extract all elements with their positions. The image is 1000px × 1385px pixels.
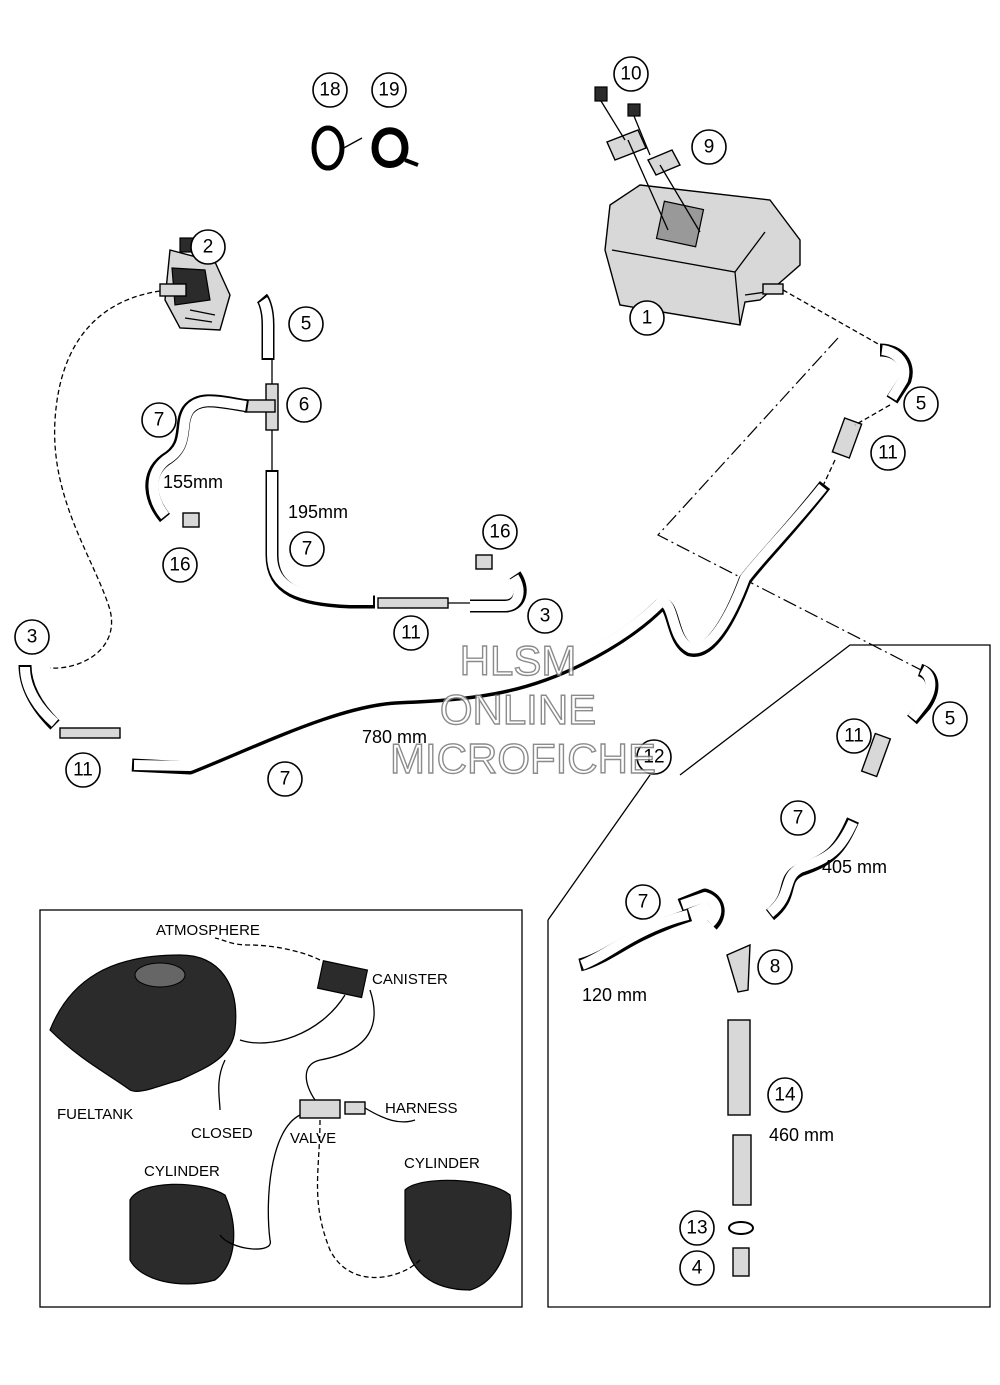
callout-7b: 7 [289, 531, 325, 567]
p-clip-part [371, 127, 419, 168]
callout-5: 5 [288, 306, 324, 342]
section-12-parts [578, 663, 939, 1277]
svg-text:13: 13 [686, 1218, 707, 1239]
callout-11c: 11 [65, 752, 101, 788]
svg-text:7: 7 [302, 539, 313, 560]
svg-text:18: 18 [319, 80, 340, 101]
watermark-line-2: ONLINE [440, 686, 596, 733]
label-cylinder-left: CYLINDER [144, 1163, 220, 1180]
svg-text:2: 2 [203, 237, 214, 258]
reference-lines [547, 337, 991, 1308]
callout-5b: 5 [903, 386, 939, 422]
callout-7: 7 [141, 402, 177, 438]
svg-text:14: 14 [774, 1085, 796, 1106]
callout-11d: 11 [836, 718, 872, 754]
callout-8: 8 [757, 949, 793, 985]
svg-text:3: 3 [540, 606, 551, 627]
callout-3: 3 [527, 598, 563, 634]
svg-text:5: 5 [916, 394, 927, 415]
callout-2: 2 [190, 229, 226, 265]
callout-7d: 7 [780, 800, 816, 836]
t-piece-hoses [145, 293, 375, 609]
callout-9: 9 [691, 129, 727, 165]
dimension-120: 120 mm [582, 985, 647, 1005]
svg-text:10: 10 [620, 64, 641, 85]
callout-11: 11 [870, 435, 906, 471]
dimension-780: 780 mm [362, 727, 427, 747]
label-canister: CANISTER [372, 971, 448, 988]
canister-outlet-hose [782, 289, 913, 489]
svg-text:4: 4 [692, 1258, 703, 1279]
callout-5c: 5 [932, 701, 968, 737]
callout-4: 4 [679, 1250, 715, 1286]
callout-7c: 7 [267, 761, 303, 797]
callout-6: 6 [286, 387, 322, 423]
svg-text:8: 8 [770, 957, 781, 978]
inset-schematic [39, 909, 523, 1308]
callout-14: 14 [767, 1077, 803, 1113]
watermark-line-1: HLSM [460, 637, 577, 684]
callout-16b: 16 [162, 547, 198, 583]
callout-1: 1 [629, 300, 665, 336]
callout-16: 16 [482, 514, 518, 550]
svg-text:7: 7 [793, 808, 804, 829]
svg-text:12: 12 [643, 747, 664, 768]
label-atmosphere: ATMOSPHERE [156, 922, 260, 939]
label-valve: VALVE [290, 1130, 336, 1147]
dimension-195: 195mm [288, 502, 348, 522]
svg-text:11: 11 [73, 760, 93, 781]
callout-11b: 11 [393, 615, 429, 651]
watermark-line-3: MICROFICHE [390, 735, 656, 782]
callout-10: 10 [613, 56, 649, 92]
svg-text:5: 5 [945, 709, 956, 730]
canister-part [604, 184, 801, 326]
label-closed: CLOSED [191, 1125, 253, 1142]
svg-text:3: 3 [27, 627, 38, 648]
label-harness: HARNESS [385, 1100, 458, 1117]
svg-text:7: 7 [280, 769, 291, 790]
label-fueltank: FUELTANK [57, 1106, 133, 1123]
svg-text:16: 16 [489, 522, 510, 543]
svg-text:5: 5 [301, 314, 312, 335]
dimension-405: 405 mm [822, 857, 887, 877]
svg-text:11: 11 [401, 623, 421, 644]
vent-line-left [49, 290, 161, 669]
bracket-part [606, 129, 701, 233]
callout-13: 13 [679, 1210, 715, 1246]
svg-text:11: 11 [844, 726, 864, 747]
svg-text:9: 9 [704, 137, 715, 158]
callout-12: 12 [636, 739, 672, 775]
callout-3b: 3 [14, 619, 50, 655]
dimension-460: 460 mm [769, 1125, 834, 1145]
purge-valve-part [159, 237, 231, 331]
label-cylinder-right: CYLINDER [404, 1155, 480, 1172]
bolt-part [594, 86, 651, 156]
callout-19: 19 [371, 72, 407, 108]
svg-text:11: 11 [878, 443, 898, 464]
long-hose-780 [18, 481, 831, 775]
dimension-155: 155mm [163, 472, 223, 492]
mid-fitting-assembly [377, 554, 527, 613]
callout-7e: 7 [625, 884, 661, 920]
svg-text:1: 1 [642, 308, 653, 329]
svg-text:7: 7 [154, 410, 165, 431]
svg-text:7: 7 [638, 892, 649, 913]
svg-text:19: 19 [378, 80, 399, 101]
callout-18: 18 [312, 72, 348, 108]
svg-text:16: 16 [169, 555, 190, 576]
cable-tie-part [311, 125, 363, 171]
svg-text:6: 6 [299, 395, 310, 416]
